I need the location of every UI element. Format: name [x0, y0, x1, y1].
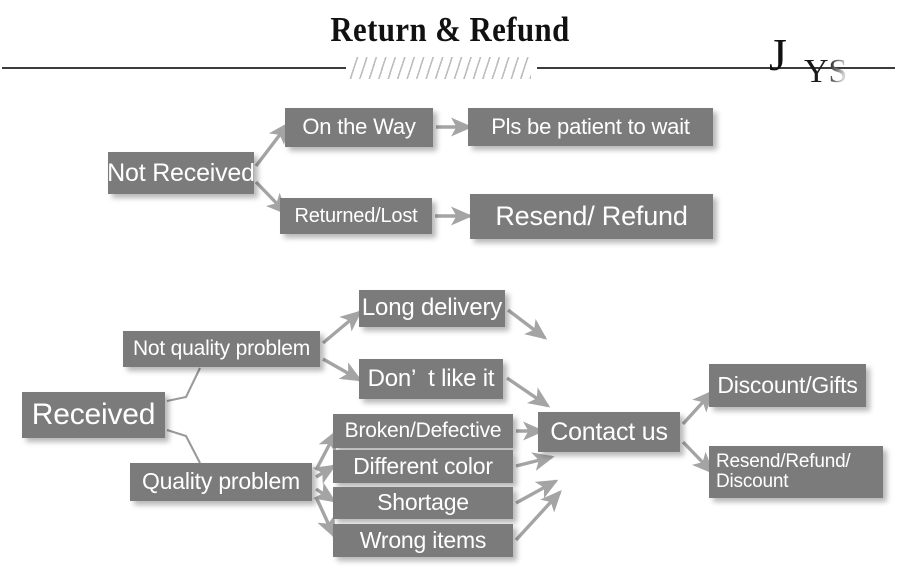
node-shortage: Shortage: [333, 487, 513, 519]
logo-letters-ys: YS: [804, 53, 848, 90]
node-resend_refund_disc: Resend/Refund/ Discount: [709, 446, 883, 498]
node-not_received: Not Received: [107, 152, 255, 194]
node-long_delivery: Long delivery: [359, 290, 505, 327]
brand-logo: J YS: [760, 32, 890, 91]
logo-letter-j: J: [769, 29, 787, 80]
page-title: Return & Refund: [330, 10, 570, 49]
node-received: Received: [22, 392, 165, 438]
node-not_quality: Not quality problem: [123, 331, 320, 367]
node-returned_lost: Returned/Lost: [280, 198, 432, 234]
node-discount_gifts: Discount/Gifts: [709, 364, 866, 407]
node-resend_refund: Resend/ Refund: [470, 194, 713, 239]
node-dont_like_it: Don’ t like it: [359, 359, 503, 399]
node-quality_problem: Quality problem: [130, 463, 312, 501]
node-pls_be_patient: Pls be patient to wait: [468, 108, 713, 146]
header-rule-left: [2, 67, 346, 69]
header-hatch-ornament: [349, 57, 531, 79]
node-wrong_items: Wrong items: [333, 524, 513, 557]
node-on_the_way: On the Way: [285, 108, 433, 147]
node-contact_us: Contact us: [538, 412, 680, 452]
node-different_color: Different color: [333, 450, 513, 483]
node-broken_defective: Broken/Defective: [333, 414, 513, 448]
header-rule-right: [537, 67, 895, 69]
